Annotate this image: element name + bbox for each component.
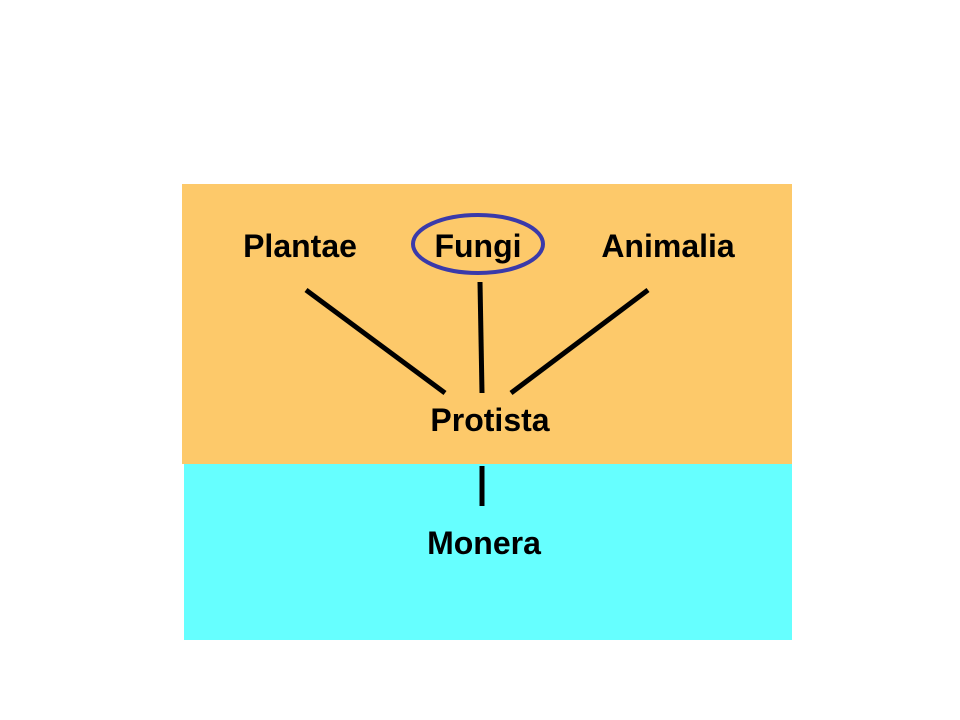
branch-animalia bbox=[509, 288, 650, 395]
label-animalia: Animalia bbox=[601, 228, 735, 264]
label-monera: Monera bbox=[427, 525, 541, 561]
prokaryote-region bbox=[184, 464, 792, 640]
label-protista: Protista bbox=[430, 402, 549, 438]
fungi-highlight-ring bbox=[411, 213, 545, 275]
branch-fungi bbox=[477, 281, 485, 394]
eukaryote-region bbox=[182, 184, 792, 464]
label-plantae: Plantae bbox=[243, 228, 357, 264]
label-fungi: Fungi bbox=[434, 228, 521, 264]
branch-plantae bbox=[304, 287, 447, 396]
